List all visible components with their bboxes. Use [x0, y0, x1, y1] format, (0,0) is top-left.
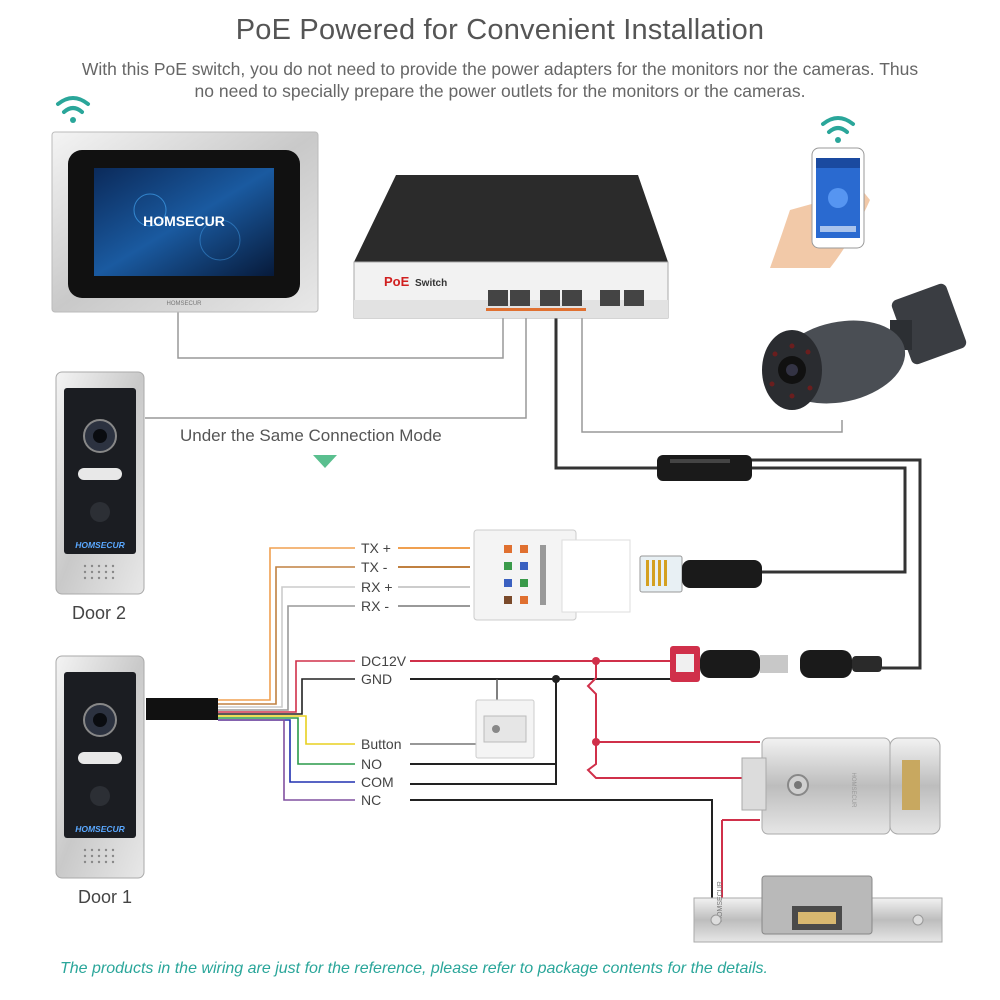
- door1-cable-bundle: [146, 698, 218, 720]
- wifi-icon: [821, 116, 855, 143]
- indoor-monitor: HOMSECUR HOMSECUR: [51, 131, 319, 313]
- rj45-plug: [639, 555, 762, 593]
- wire-gnd: [218, 678, 355, 715]
- lock-brand: HOMSECUR: [850, 772, 856, 808]
- monitor-to-switch-line: [177, 312, 504, 359]
- power-lines: [410, 660, 760, 898]
- poe-switch: PoE Switch: [353, 175, 669, 319]
- wire-label-com: COM: [361, 774, 394, 790]
- wire-button: [218, 715, 355, 745]
- electric-strike: HOMSECUR: [693, 875, 943, 943]
- wire-label-rx-plus: RX +: [361, 579, 393, 595]
- door1-brand: HOMSECUR: [75, 824, 125, 834]
- wire-label-button: Button: [361, 736, 402, 752]
- down-arrow-icon: [313, 455, 337, 468]
- wire-label-no: NO: [361, 756, 382, 772]
- strike-brand: HOMSECUR: [717, 881, 724, 922]
- wire-nc: [218, 719, 355, 801]
- poe-splitter: [657, 455, 752, 481]
- poe-cable: [554, 312, 922, 670]
- wire-com: [218, 719, 355, 783]
- wifi-icon: [56, 96, 90, 123]
- rj45-wires: [398, 547, 470, 607]
- wire-label-gnd: GND: [361, 671, 393, 687]
- wire-rx-plus: [218, 586, 355, 708]
- footer-note: The products in the wiring are just for …: [60, 960, 768, 977]
- door1-label: Door 1: [78, 887, 133, 907]
- page-title: PoE Powered for Convenient Installation: [235, 14, 765, 46]
- wire-label-nc: NC: [361, 792, 382, 808]
- subtitle-line-2: no need to specially prepare the power o…: [194, 81, 806, 101]
- connection-mode-label: Under the Same Connection Mode: [180, 426, 442, 445]
- wire-label-tx-plus: TX +: [361, 540, 391, 556]
- bullet-camera: [762, 283, 967, 410]
- subtitle-line-1: With this PoE switch, you do not need to…: [81, 59, 919, 79]
- exit-button: [475, 699, 535, 759]
- door-station-1: HOMSECUR: [55, 655, 145, 879]
- wire-tx-minus: [218, 566, 355, 705]
- wire-no: [218, 717, 355, 765]
- wire-tx-plus: [218, 547, 355, 701]
- wire-label-tx-minus: TX -: [361, 559, 388, 575]
- door2-label: Door 2: [72, 603, 127, 623]
- door2-brand: HOMSECUR: [75, 540, 125, 550]
- wire-label-dc12v: DC12V: [361, 653, 407, 669]
- monitor-bezel-brand: HOMSECUR: [166, 301, 202, 307]
- monitor-brand: HOMSECUR: [143, 213, 225, 229]
- camera-to-switch-line: [581, 312, 843, 433]
- subtitle: With this PoE switch, you do not need to…: [60, 58, 940, 102]
- wire-dc12v: [218, 660, 355, 713]
- electric-lock: HOMSECUR: [741, 737, 941, 835]
- rj45-keystone: [473, 529, 631, 621]
- switch-label-poe: PoE: [384, 274, 410, 289]
- smartphone: [770, 147, 870, 268]
- door-station-2: HOMSECUR: [55, 371, 145, 595]
- signal-wires: [218, 547, 355, 801]
- network-connections: [145, 312, 843, 433]
- wire-rx-minus: [218, 605, 355, 711]
- dc-adapter: [670, 646, 882, 682]
- switch-label-switch: Switch: [415, 278, 447, 289]
- door2-to-switch-line: [145, 312, 527, 419]
- wire-label-rx-minus: RX -: [361, 598, 389, 614]
